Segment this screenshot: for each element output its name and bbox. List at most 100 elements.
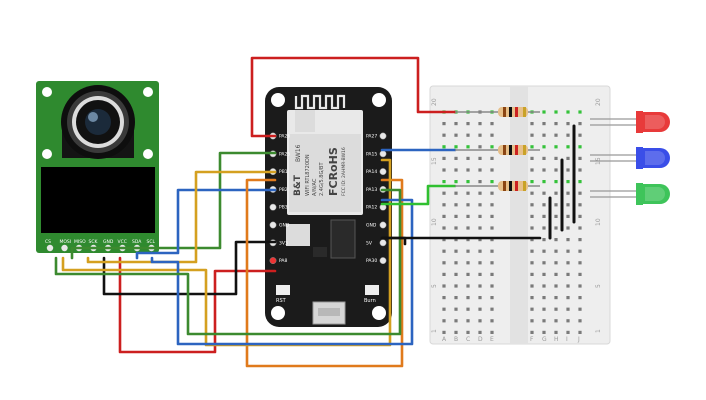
breadboard-hole[interactable] — [490, 122, 494, 126]
breadboard-hole[interactable] — [566, 330, 570, 334]
board-pin-right[interactable] — [379, 168, 387, 176]
breadboard-hole[interactable] — [442, 272, 446, 276]
breadboard-hole[interactable] — [478, 133, 482, 137]
breadboard-hole[interactable] — [466, 226, 470, 230]
breadboard-hole[interactable] — [554, 272, 558, 276]
breadboard-hole[interactable] — [478, 272, 482, 276]
breadboard-hole[interactable] — [566, 110, 570, 114]
breadboard-hole[interactable] — [578, 168, 582, 172]
breadboard-hole[interactable] — [566, 214, 570, 218]
breadboard-hole[interactable] — [542, 261, 546, 265]
breadboard-hole[interactable] — [466, 319, 470, 323]
breadboard-hole[interactable] — [578, 272, 582, 276]
breadboard-hole[interactable] — [490, 180, 494, 184]
breadboard-hole[interactable] — [490, 145, 494, 149]
breadboard-hole[interactable] — [566, 122, 570, 126]
breadboard-hole[interactable] — [454, 330, 458, 334]
breadboard-hole[interactable] — [454, 296, 458, 300]
breadboard-hole[interactable] — [578, 238, 582, 242]
breadboard-hole[interactable] — [542, 296, 546, 300]
breadboard-hole[interactable] — [530, 330, 534, 334]
breadboard-hole[interactable] — [530, 307, 534, 311]
breadboard-hole[interactable] — [478, 284, 482, 288]
breadboard-hole[interactable] — [442, 214, 446, 218]
breadboard-hole[interactable] — [478, 191, 482, 195]
breadboard-hole[interactable] — [454, 191, 458, 195]
breadboard-hole[interactable] — [442, 284, 446, 288]
breadboard-hole[interactable] — [566, 226, 570, 230]
breadboard-hole[interactable] — [454, 133, 458, 137]
breadboard-hole[interactable] — [554, 261, 558, 265]
breadboard-hole[interactable] — [442, 249, 446, 253]
breadboard-hole[interactable] — [442, 133, 446, 137]
breadboard-hole[interactable] — [530, 191, 534, 195]
breadboard-hole[interactable] — [554, 284, 558, 288]
breadboard-hole[interactable] — [542, 156, 546, 160]
breadboard-hole[interactable] — [442, 203, 446, 207]
breadboard-hole[interactable] — [454, 203, 458, 207]
breadboard-hole[interactable] — [454, 180, 458, 184]
breadboard-hole[interactable] — [542, 330, 546, 334]
breadboard-hole[interactable] — [442, 191, 446, 195]
breadboard-hole[interactable] — [566, 249, 570, 253]
breadboard-hole[interactable] — [530, 249, 534, 253]
rst-button[interactable] — [276, 285, 290, 295]
breadboard-hole[interactable] — [542, 319, 546, 323]
breadboard-hole[interactable] — [478, 261, 482, 265]
breadboard-hole[interactable] — [530, 180, 534, 184]
breadboard-hole[interactable] — [478, 296, 482, 300]
breadboard-hole[interactable] — [478, 168, 482, 172]
breadboard-hole[interactable] — [542, 284, 546, 288]
breadboard-hole[interactable] — [554, 156, 558, 160]
breadboard-hole[interactable] — [454, 319, 458, 323]
breadboard-hole[interactable] — [442, 156, 446, 160]
breadboard-hole[interactable] — [478, 330, 482, 334]
breadboard-hole[interactable] — [530, 156, 534, 160]
breadboard-hole[interactable] — [466, 122, 470, 126]
breadboard-hole[interactable] — [530, 203, 534, 207]
breadboard-hole[interactable] — [566, 284, 570, 288]
breadboard-hole[interactable] — [442, 238, 446, 242]
breadboard-hole[interactable] — [566, 261, 570, 265]
breadboard-hole[interactable] — [542, 226, 546, 230]
breadboard-hole[interactable] — [490, 319, 494, 323]
breadboard-hole[interactable] — [578, 203, 582, 207]
breadboard-hole[interactable] — [466, 296, 470, 300]
breadboard-hole[interactable] — [478, 145, 482, 149]
breadboard-hole[interactable] — [490, 261, 494, 265]
burn-button[interactable] — [365, 285, 379, 295]
breadboard-hole[interactable] — [442, 296, 446, 300]
breadboard-hole[interactable] — [554, 330, 558, 334]
breadboard-hole[interactable] — [566, 191, 570, 195]
breadboard-hole[interactable] — [578, 214, 582, 218]
breadboard-hole[interactable] — [566, 133, 570, 137]
breadboard-hole[interactable] — [490, 238, 494, 242]
breadboard-hole[interactable] — [490, 249, 494, 253]
breadboard-hole[interactable] — [566, 156, 570, 160]
breadboard-hole[interactable] — [466, 330, 470, 334]
breadboard-hole[interactable] — [454, 145, 458, 149]
breadboard-hole[interactable] — [454, 122, 458, 126]
camera-pin[interactable] — [61, 244, 68, 252]
breadboard-hole[interactable] — [554, 122, 558, 126]
breadboard-hole[interactable] — [578, 319, 582, 323]
board-pin-right[interactable] — [379, 239, 387, 247]
breadboard-hole[interactable] — [566, 238, 570, 242]
breadboard-hole[interactable] — [542, 249, 546, 253]
breadboard-hole[interactable] — [578, 180, 582, 184]
breadboard-hole[interactable] — [454, 249, 458, 253]
breadboard-hole[interactable] — [554, 296, 558, 300]
breadboard-hole[interactable] — [542, 203, 546, 207]
breadboard-hole[interactable] — [578, 307, 582, 311]
breadboard-hole[interactable] — [542, 180, 546, 184]
breadboard-hole[interactable] — [542, 191, 546, 195]
board-pin-left[interactable] — [269, 221, 277, 229]
breadboard-hole[interactable] — [554, 249, 558, 253]
breadboard-hole[interactable] — [490, 226, 494, 230]
breadboard-hole[interactable] — [566, 145, 570, 149]
breadboard-hole[interactable] — [454, 261, 458, 265]
breadboard-hole[interactable] — [478, 180, 482, 184]
breadboard-hole[interactable] — [554, 145, 558, 149]
breadboard-hole[interactable] — [466, 249, 470, 253]
breadboard-hole[interactable] — [490, 214, 494, 218]
